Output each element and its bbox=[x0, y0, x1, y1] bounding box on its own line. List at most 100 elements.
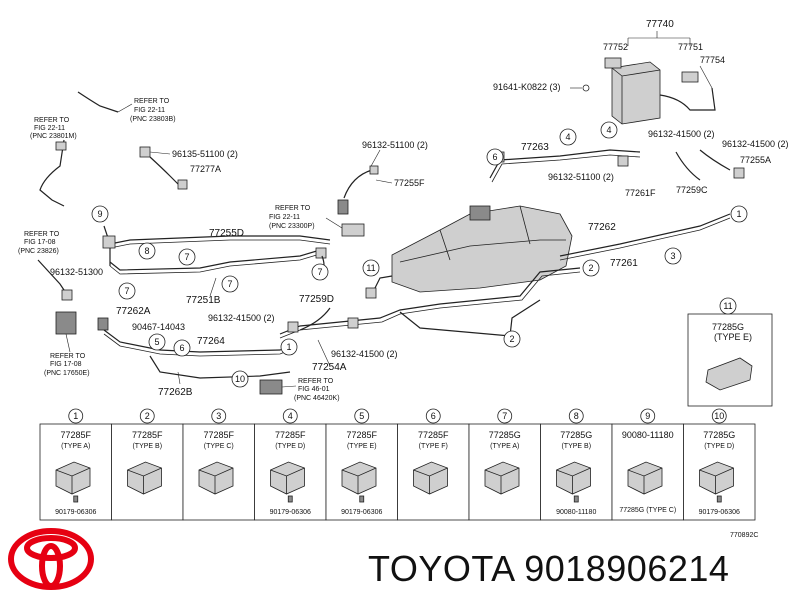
callout-4: 4 bbox=[559, 128, 577, 146]
svg-text:5: 5 bbox=[154, 337, 159, 347]
callouts: 1 2 2 3 4 4 5 6 6 7 7 7 7 1 8 9 10 11 11 bbox=[91, 121, 748, 388]
connector-icon bbox=[55, 141, 67, 151]
refer-text: (PNC 23300P) bbox=[269, 223, 315, 230]
bottom-center-group: 77262B REFER TO FIG 46-01 (PNC 46420K) bbox=[149, 355, 340, 402]
callout-5: 5 bbox=[148, 333, 166, 351]
label-77752: 77752 bbox=[603, 42, 628, 52]
clamp-number: 5 bbox=[359, 411, 364, 421]
bolt-icon bbox=[73, 495, 79, 503]
clamp-type: (TYPE D) bbox=[704, 443, 734, 450]
label-77254A: 77254A bbox=[312, 362, 347, 373]
refer-text: REFER TO bbox=[34, 117, 70, 124]
clamp-icon bbox=[699, 461, 734, 495]
label-96135: 96135-51100 (2) bbox=[172, 149, 238, 159]
label-77740: 77740 bbox=[646, 19, 674, 30]
bolt-icon bbox=[716, 495, 722, 503]
clamp-type: (TYPE B) bbox=[132, 443, 162, 450]
callout-5: 5 bbox=[354, 408, 370, 424]
svg-text:6: 6 bbox=[179, 343, 184, 353]
clamp-code: 77285G bbox=[560, 430, 592, 440]
clamp-icon bbox=[198, 461, 234, 495]
upper-right-lines-group: 77263 96132-41500 (2) 96132-41500 (2) 77… bbox=[489, 129, 789, 198]
clamp-type: (TYPE B) bbox=[561, 443, 591, 450]
center-refer-group: REFER TO FIG 22-11 (PNC 23300P) bbox=[269, 199, 365, 237]
clamp-code: 77285F bbox=[60, 430, 91, 440]
left-fuel-lines-group: 77255D 77251B bbox=[102, 225, 331, 306]
clamp-icon bbox=[556, 461, 591, 495]
callout-7: 7 bbox=[221, 275, 239, 293]
refer-text: REFER TO bbox=[275, 205, 311, 212]
clamp-code: 90080-11180 bbox=[622, 430, 674, 440]
clamp-icon bbox=[627, 461, 663, 495]
label-96132-b: 96132-41500 (2) bbox=[648, 129, 715, 139]
svg-text:3: 3 bbox=[670, 251, 675, 261]
callout-10: 10 bbox=[711, 408, 727, 424]
refer-text: FIG 22-11 bbox=[134, 107, 165, 114]
hose-clamp-icon bbox=[733, 167, 745, 179]
fuel-tank-icon bbox=[391, 205, 573, 293]
bolt-icon bbox=[287, 495, 293, 503]
callout-8: 8 bbox=[568, 408, 584, 424]
clamp-bolt: 90179-06306 bbox=[55, 509, 96, 516]
upper-center-hose-group: 96132-51100 (2) 77255F bbox=[343, 140, 428, 199]
svg-text:1: 1 bbox=[736, 209, 741, 219]
svg-text:4: 4 bbox=[565, 132, 570, 142]
label-96132-c: 96132-41500 (2) bbox=[722, 139, 789, 149]
callout-11: 11 bbox=[362, 259, 380, 277]
brake-bracket-icon bbox=[259, 379, 283, 395]
clamp-type: (TYPE C) bbox=[204, 443, 234, 450]
clamp-cell-8: 8 77285G (TYPE B) 90080-11180 bbox=[540, 408, 613, 521]
callout-1: 1 bbox=[280, 338, 298, 356]
callout-9: 9 bbox=[640, 408, 656, 424]
clamp-cell-9: 9 90080-11180 77285G (TYPE C) bbox=[611, 408, 684, 521]
refer-text: FIG 17-08 bbox=[24, 239, 56, 246]
clamp-number: 7 bbox=[502, 411, 507, 421]
clamp-bolt: 90080-11180 bbox=[556, 509, 596, 516]
callout-8: 8 bbox=[138, 242, 156, 260]
fuel-pump-icon bbox=[469, 205, 491, 221]
brand-part-number: TOYOTA 9018906214 bbox=[368, 548, 730, 589]
clamp-number: 2 bbox=[145, 411, 150, 421]
callout-9: 9 bbox=[91, 205, 109, 223]
callout-7: 7 bbox=[178, 248, 196, 266]
inset-11: 77285G (TYPE E) bbox=[687, 313, 773, 407]
clamp-type: 77285G (TYPE C) bbox=[619, 507, 676, 514]
inset11-type: (TYPE E) bbox=[714, 332, 752, 342]
label-77264: 77264 bbox=[197, 336, 225, 347]
refer-text: FIG 22-11 bbox=[269, 214, 300, 221]
clamp-number: 9 bbox=[645, 411, 650, 421]
label-90467: 90467-14043 bbox=[132, 322, 185, 332]
hose-clamp-icon bbox=[61, 289, 73, 301]
refer-text: REFER TO bbox=[298, 378, 334, 385]
refer-text: REFER TO bbox=[134, 98, 170, 105]
label-77263: 77263 bbox=[521, 142, 549, 153]
clamp-number: 3 bbox=[216, 411, 221, 421]
refer-text: (PNC 23801M) bbox=[30, 133, 77, 140]
hose-clamp-icon bbox=[315, 247, 327, 259]
svg-text:1: 1 bbox=[286, 342, 291, 352]
label-77261: 77261 bbox=[610, 258, 638, 269]
callout-11: 11 bbox=[719, 297, 737, 315]
callout-4: 4 bbox=[282, 408, 298, 424]
callout-7: 7 bbox=[497, 408, 513, 424]
label-77255D: 77255D bbox=[209, 228, 244, 239]
clamp-icon bbox=[270, 461, 305, 495]
clamp-code: 77285G bbox=[703, 430, 735, 440]
callout-6: 6 bbox=[425, 408, 441, 424]
clamp-icon bbox=[127, 461, 162, 495]
clamp-type: (TYPE E) bbox=[347, 443, 377, 450]
fuel-tank-group bbox=[365, 205, 573, 299]
valve-icon bbox=[337, 199, 349, 215]
svg-text:8: 8 bbox=[144, 246, 149, 256]
clamp-icon bbox=[341, 461, 377, 495]
callout-2: 2 bbox=[139, 408, 155, 424]
label-77261F: 77261F bbox=[625, 188, 656, 198]
clamp-icon bbox=[55, 461, 91, 495]
pump-module-icon bbox=[341, 223, 365, 237]
toyota-logo-icon bbox=[8, 528, 94, 590]
svg-text:10: 10 bbox=[235, 374, 245, 384]
